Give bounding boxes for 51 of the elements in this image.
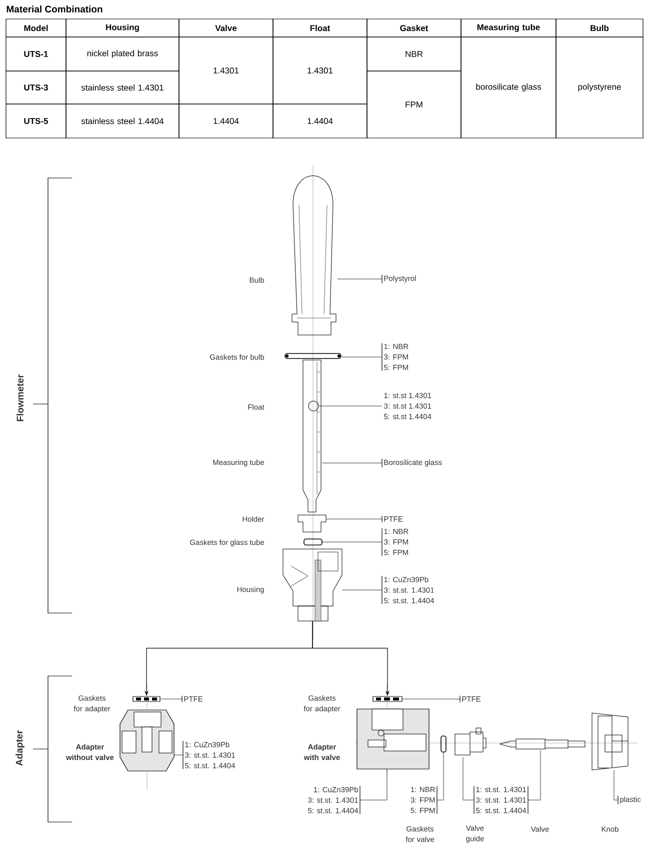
header-cell: Model (6, 18, 66, 38)
header-cell: Valve (178, 18, 274, 38)
table-cell: 1.4404 (178, 104, 274, 138)
leader-line (436, 752, 444, 800)
header-cell: Bulb (556, 18, 644, 38)
adapter-drawing (356, 708, 430, 770)
leader-line (160, 698, 182, 700)
table-cell: UTS-5 (6, 104, 66, 138)
table-cell: UTS-3 (6, 70, 66, 104)
table-cell: FPM (366, 70, 462, 138)
holder-drawing (298, 514, 326, 532)
adapter-drawing (120, 710, 174, 772)
table-cell: NBR (366, 36, 462, 72)
table-cell: UTS-1 (6, 36, 66, 72)
gasket-drawing (440, 736, 446, 752)
header-cell: Measuring tube (460, 18, 556, 38)
float-drawing (308, 400, 319, 412)
gasket-drawing (372, 696, 402, 702)
table-cell: polystyrene (556, 36, 644, 138)
group-label: Adapter (16, 730, 24, 766)
leader-line (322, 462, 382, 464)
gasket-drawing (132, 696, 160, 702)
table-cell: nickel plated brass (66, 36, 180, 72)
table-cell: 1.4404 (272, 104, 368, 138)
tube-drawing (302, 360, 322, 512)
leader-line (402, 698, 460, 700)
housing-drawing (282, 548, 342, 622)
table-cell: 1.4301 (178, 36, 274, 104)
valve-guide-drawing (454, 728, 486, 756)
leader-line (462, 757, 474, 800)
group-label: Flowmeter (16, 374, 24, 422)
bulb-drawing (292, 176, 336, 336)
gasket-drawing (284, 353, 342, 359)
leader-line (528, 750, 541, 800)
knob-drawing (592, 712, 628, 770)
table-cell: stainless steel 1.4404 (66, 104, 180, 138)
leader-line (337, 278, 382, 280)
header-cell: Housing (66, 18, 180, 38)
leader-line (326, 518, 382, 520)
valve-drawing (500, 738, 586, 750)
table-cell: 1.4301 (272, 36, 368, 104)
leader-line (174, 754, 184, 756)
table-cell: stainless steel 1.4301 (66, 70, 180, 104)
leader-line (360, 769, 388, 800)
leader-line (342, 356, 382, 358)
gasket-drawing (304, 538, 322, 546)
header-cell: Gasket (366, 18, 462, 38)
title: Material Combination (6, 6, 102, 12)
header-cell: Float (272, 18, 368, 38)
table-cell: borosilicate glass (460, 36, 556, 138)
leader-line (614, 770, 618, 800)
